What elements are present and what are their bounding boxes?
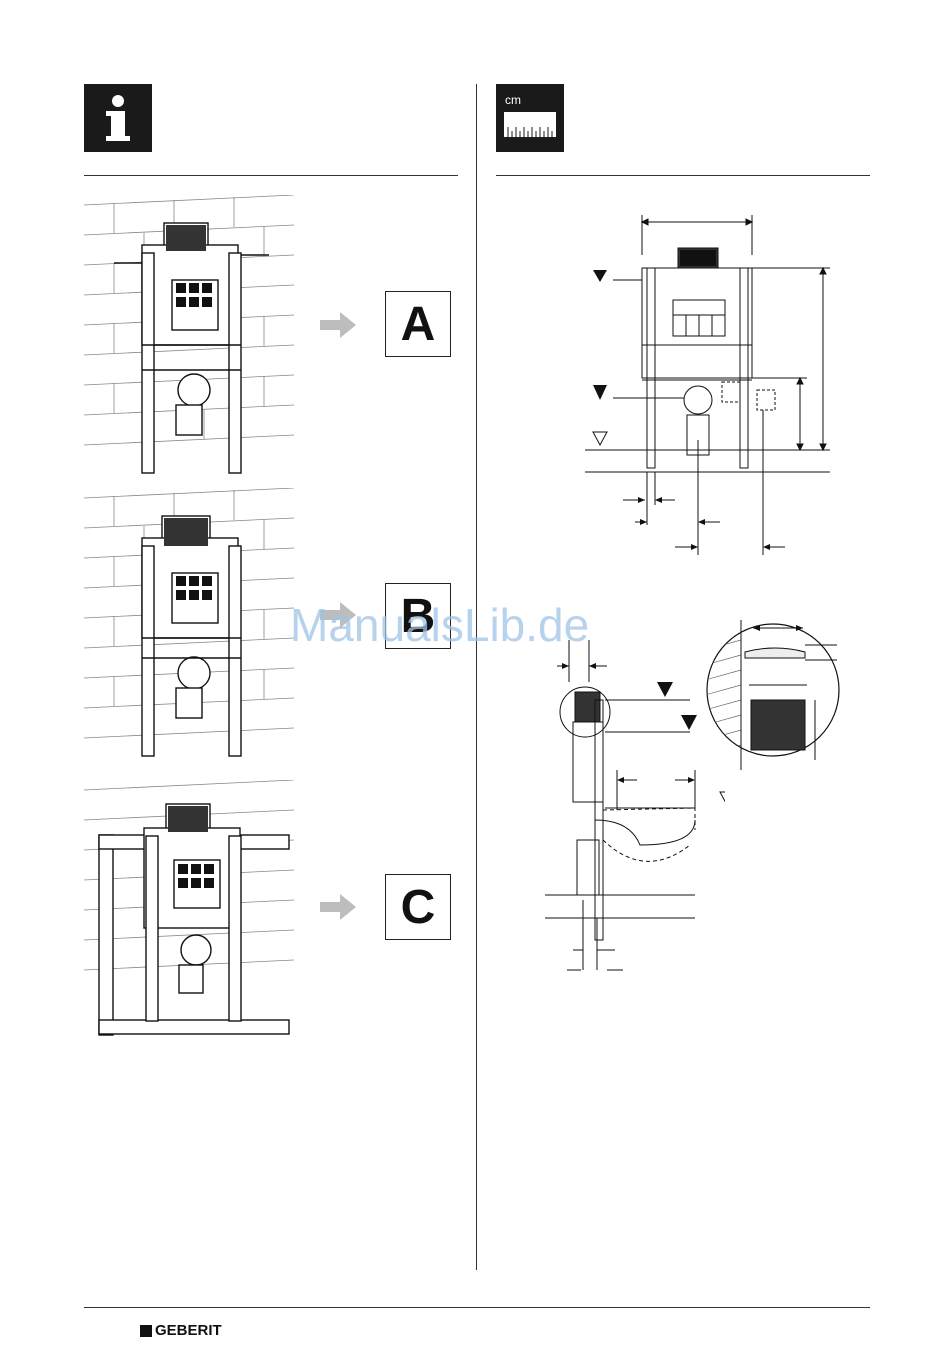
column-divider [476,84,477,1270]
watermark: ManualsLib.de [290,598,589,652]
side-dimension-drawing [545,640,725,980]
cm-label: cm [505,93,521,107]
option-a-box[interactable]: A [385,291,451,357]
info-icon [84,84,152,152]
brand-name: GEBERIT [155,1322,222,1339]
footer-rule [84,1307,870,1308]
brand-square-icon [140,1325,152,1337]
left-header-rule [84,175,458,176]
installation-illustration-c [84,780,294,1045]
arrow-right-icon [320,892,358,922]
right-header-rule [496,175,870,176]
installation-illustration-a [84,195,294,475]
front-dimension-drawing [585,210,835,560]
measurement-ruler-icon: cm [496,84,564,152]
detail-circle-drawing [705,610,845,770]
installation-illustration-b [84,488,294,768]
footer-brand-logo: GEBERIT [140,1322,222,1339]
option-c-box[interactable]: C [385,874,451,940]
arrow-right-icon [320,310,358,340]
